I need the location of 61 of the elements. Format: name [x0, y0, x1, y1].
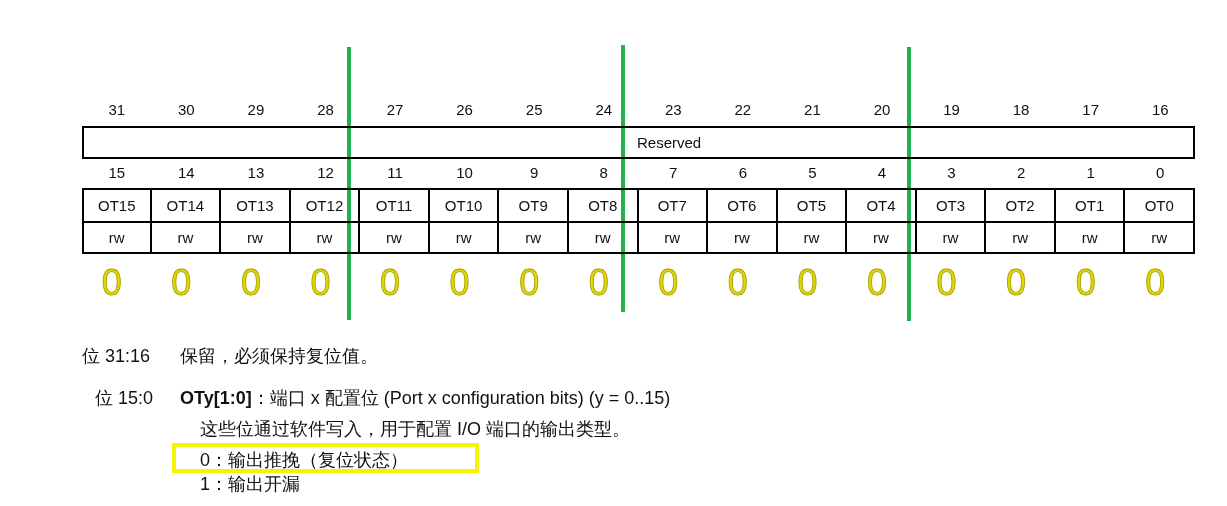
bit-number: 11 — [386, 164, 404, 181]
bit-number: 29 — [246, 101, 266, 118]
reset-value: 0 — [170, 262, 193, 304]
bit-number: 9 — [529, 164, 540, 181]
bit-number: 28 — [316, 101, 335, 118]
bit-number: 15 — [107, 164, 127, 181]
description-text: OTy[1:0]：端口 x 配置位 (Port x configuration bits) (y = 0..15) — [180, 387, 671, 410]
bit-number: 16 — [1150, 101, 1170, 118]
reset-value: 0 — [796, 262, 819, 304]
bit-field-name: OT15 — [82, 188, 152, 223]
bit-number: 21 — [803, 101, 822, 118]
bit-number: 25 — [524, 101, 544, 118]
reset-value: 0 — [379, 262, 402, 304]
bit-field-name: OT0 — [1123, 188, 1195, 223]
bit-number: 12 — [316, 164, 335, 181]
access-type: rw — [1123, 221, 1195, 254]
bit-number: 3 — [946, 164, 957, 181]
reset-value: 0 — [1005, 262, 1028, 304]
bit-number: 8 — [598, 164, 609, 181]
reset-value: 0 — [100, 262, 123, 304]
bit-number: 0 — [1155, 164, 1166, 181]
bit-number: 19 — [942, 101, 961, 118]
bit-number: 10 — [455, 164, 474, 181]
reset-value: 0 — [935, 262, 958, 304]
bit-number: 24 — [594, 101, 614, 118]
description-text: 这些位通过软件写入，用于配置 I/O 端口的输出类型。 — [200, 418, 630, 441]
reset-value: 0 — [1074, 262, 1097, 304]
bit-number: 17 — [1081, 101, 1100, 118]
bit-number: 22 — [733, 101, 753, 118]
reset-value: 0 — [865, 262, 888, 304]
reset-value: 0 — [518, 262, 541, 304]
description-text: 1：输出开漏 — [200, 473, 300, 496]
bit-number: 30 — [177, 101, 196, 118]
reset-value: 0 — [726, 262, 749, 304]
access-type: rw — [82, 221, 152, 254]
bit-number: 2 — [1015, 164, 1027, 181]
bit-range: 位 31:16 — [82, 345, 151, 368]
bit-number: 1 — [1085, 164, 1096, 181]
bit-number: 26 — [455, 101, 474, 118]
bit-number: 31 — [107, 101, 127, 118]
bit-number: 13 — [246, 164, 266, 181]
reset-value: 0 — [657, 262, 680, 304]
reset-value: 0 — [587, 262, 610, 304]
highlight-box — [172, 443, 479, 473]
bit-number: 27 — [385, 101, 405, 118]
reset-value: 0 — [239, 262, 262, 304]
reset-value: 0 — [448, 262, 471, 304]
bit-number: 18 — [1011, 101, 1031, 118]
reset-value: 0 — [309, 262, 332, 304]
bit-number: 20 — [872, 101, 892, 118]
reset-value: 0 — [1144, 262, 1167, 304]
bit-number: 4 — [876, 164, 888, 181]
option-text: 0：输出推挽（复位状态） — [200, 449, 408, 472]
description-text: 保留，必须保持复位值。 — [180, 345, 378, 368]
bit-number: 7 — [668, 164, 679, 181]
bit-number: 23 — [663, 101, 683, 118]
reserved-label: Reserved — [637, 134, 702, 151]
bit-range: 位 15:0 — [95, 387, 154, 410]
bit-number: 5 — [807, 164, 818, 181]
bit-number: 14 — [177, 164, 196, 181]
bit-number: 6 — [737, 164, 748, 181]
